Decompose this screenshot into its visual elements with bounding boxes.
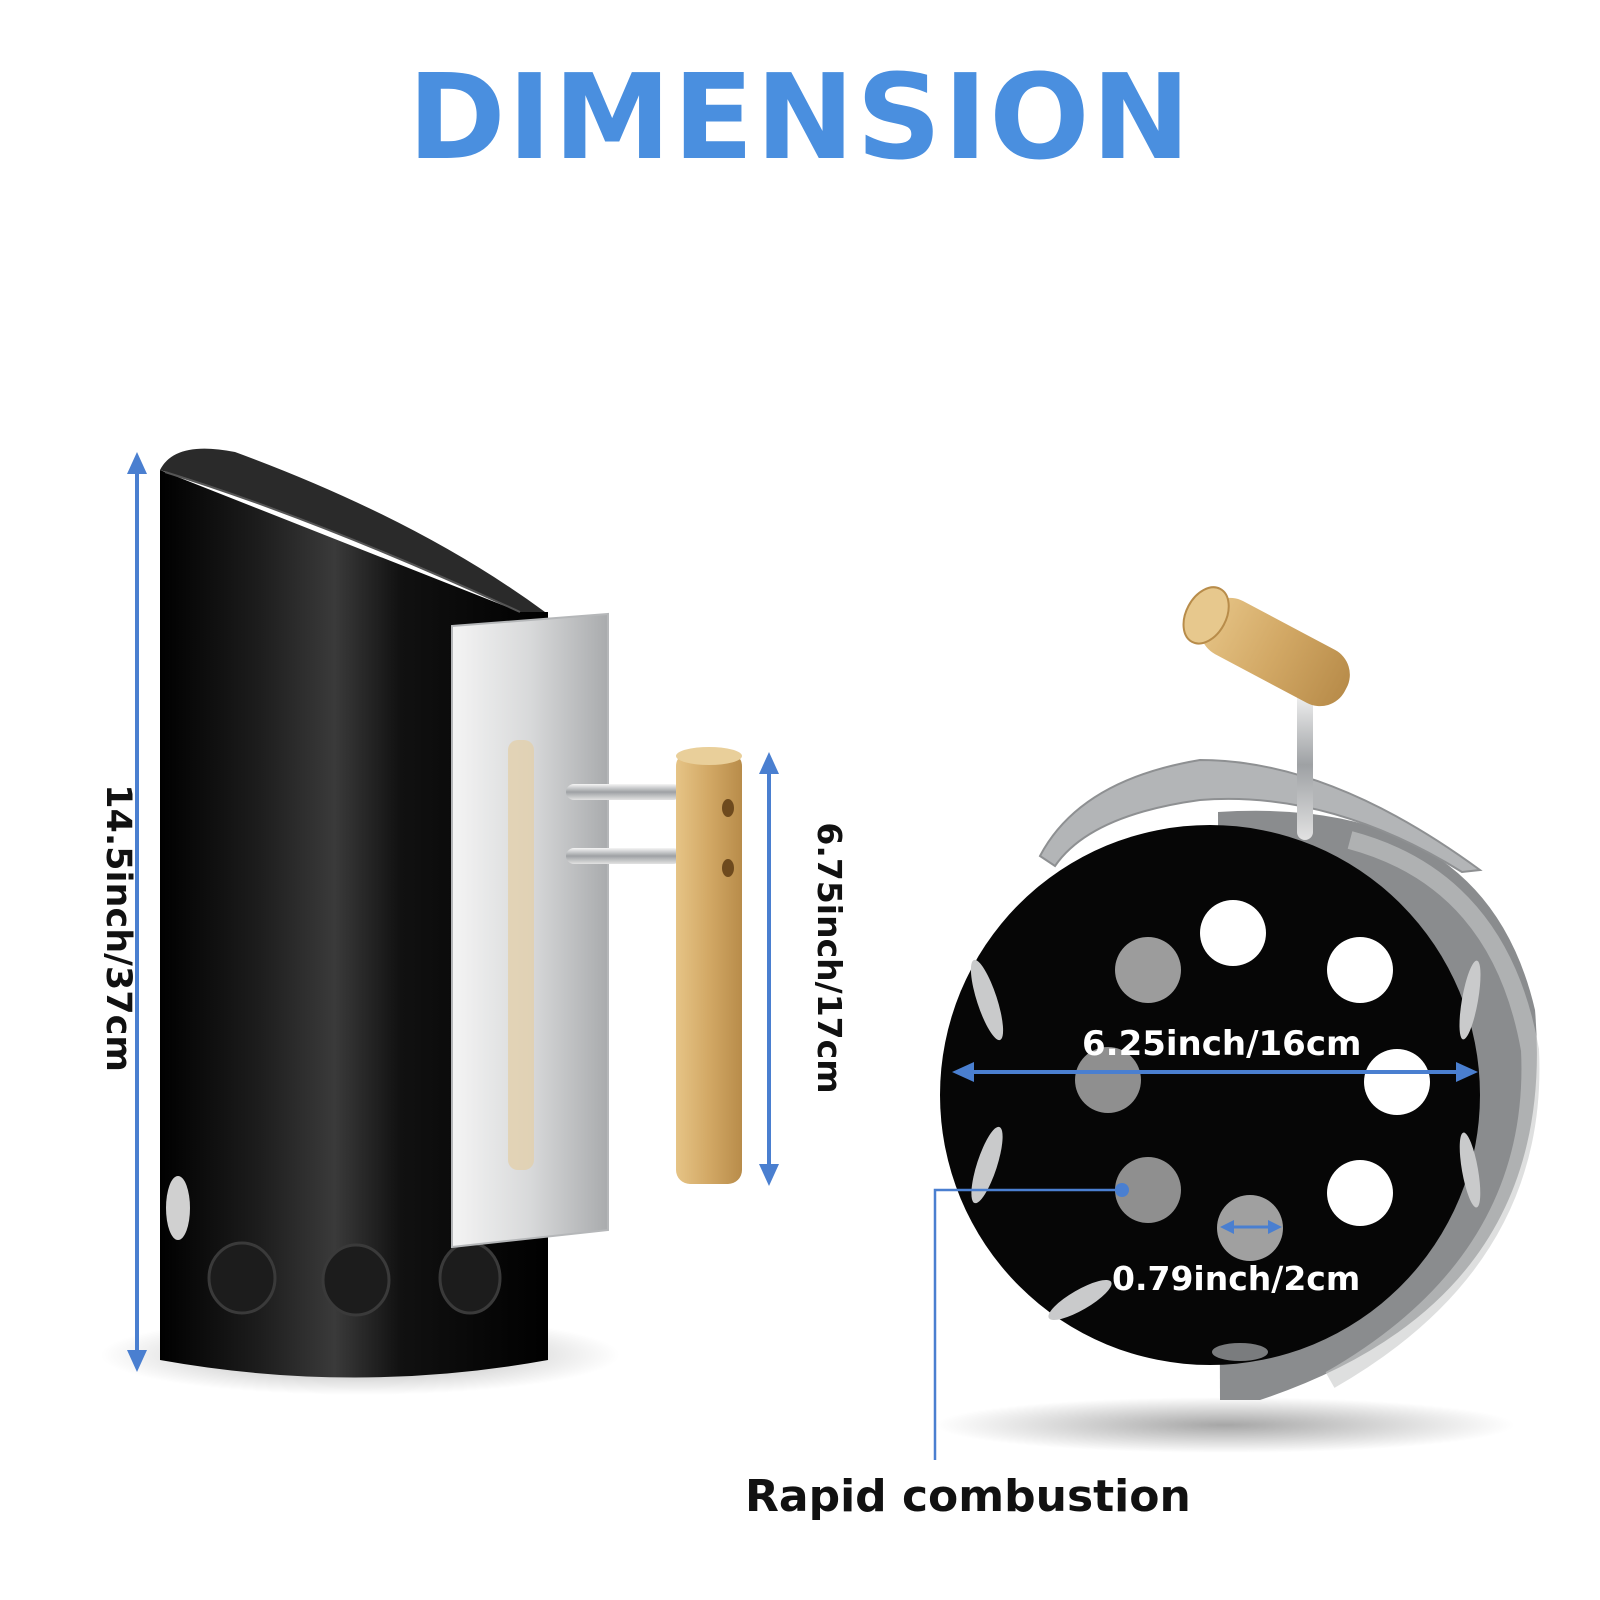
handle-dimension-label: 6.75inch/17cm <box>810 822 849 1094</box>
chimney-bottom-view <box>935 586 1540 1453</box>
callout-label: Rapid combustion <box>745 1471 1191 1522</box>
bamboo-handle-top <box>1200 597 1350 707</box>
hole-dimension-label: 0.79inch/2cm <box>1112 1259 1361 1298</box>
inner-handle-shadow <box>508 740 534 1170</box>
chimney-side-view <box>100 448 742 1395</box>
bamboo-handle <box>676 752 742 1184</box>
height-dimension-label: 14.5inch/37cm <box>98 784 138 1072</box>
handle-dimension-arrow <box>759 752 779 1186</box>
hole-dimension-arrow <box>1220 1220 1282 1234</box>
height-dimension-arrow <box>127 452 147 1372</box>
diameter-dimension-arrow <box>952 1062 1478 1082</box>
page-title: DIMENSION <box>407 48 1193 186</box>
diameter-dimension-label: 6.25inch/16cm <box>1082 1024 1362 1064</box>
callout-leader-line <box>933 1183 1129 1460</box>
